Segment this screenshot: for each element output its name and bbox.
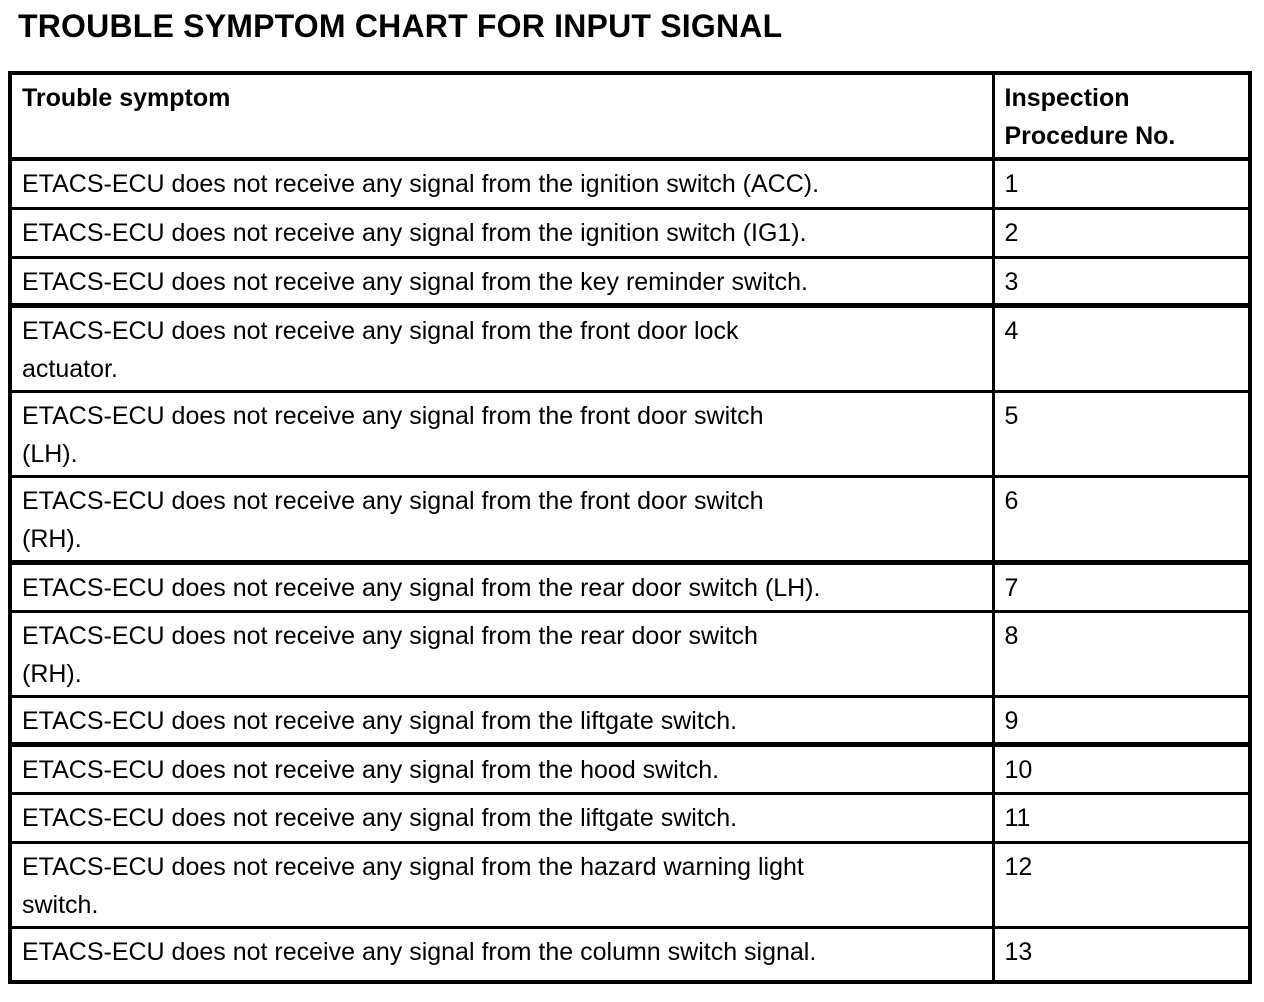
table-row: ETACS-ECU does not receive any signal fr… (8, 474, 1252, 565)
symptom-cell: ETACS-ECU does not receive any signal fr… (8, 791, 995, 844)
table-row: ETACS-ECU does not receive any signal fr… (8, 255, 1252, 308)
symptom-cell: ETACS-ECU does not receive any signal fr… (8, 609, 995, 698)
symptom-cell: ETACS-ECU does not receive any signal fr… (8, 303, 995, 393)
table-row: ETACS-ECU does not receive any signal fr… (8, 560, 1252, 613)
procedure-no-cell: 7 (991, 560, 1252, 613)
procedure-no-cell: 2 (991, 206, 1252, 259)
table-row: ETACS-ECU does not receive any signal fr… (8, 157, 1252, 210)
symptom-cell: ETACS-ECU does not receive any signal fr… (8, 474, 995, 565)
procedure-no-cell: 4 (991, 303, 1252, 393)
procedure-no-cell: 13 (991, 925, 1252, 984)
symptom-cell: ETACS-ECU does not receive any signal fr… (8, 840, 995, 929)
table-row: ETACS-ECU does not receive any signal fr… (8, 742, 1252, 795)
symptom-cell: ETACS-ECU does not receive any signal fr… (8, 694, 995, 747)
table-row: ETACS-ECU does not receive any signal fr… (8, 303, 1252, 393)
symptom-cell: ETACS-ECU does not receive any signal fr… (8, 206, 995, 259)
table-row: ETACS-ECU does not receive any signal fr… (8, 609, 1252, 698)
column-header-trouble-symptom: Trouble symptom (8, 71, 995, 161)
table-row: ETACS-ECU does not receive any signal fr… (8, 206, 1252, 259)
symptom-cell: ETACS-ECU does not receive any signal fr… (8, 925, 995, 984)
trouble-symptom-table: Trouble symptom Inspection Procedure No.… (8, 71, 1252, 984)
table-row: ETACS-ECU does not receive any signal fr… (8, 694, 1252, 747)
table-row: ETACS-ECU does not receive any signal fr… (8, 840, 1252, 929)
procedure-no-cell: 8 (991, 609, 1252, 698)
symptom-cell: ETACS-ECU does not receive any signal fr… (8, 255, 995, 308)
procedure-no-cell: 5 (991, 389, 1252, 478)
page-title: TROUBLE SYMPTOM CHART FOR INPUT SIGNAL (18, 8, 783, 44)
procedure-no-cell: 9 (991, 694, 1252, 747)
symptom-cell: ETACS-ECU does not receive any signal fr… (8, 389, 995, 478)
symptom-cell: ETACS-ECU does not receive any signal fr… (8, 157, 995, 210)
symptom-cell: ETACS-ECU does not receive any signal fr… (8, 560, 995, 613)
symptom-cell: ETACS-ECU does not receive any signal fr… (8, 742, 995, 795)
procedure-no-cell: 3 (991, 255, 1252, 308)
procedure-no-cell: 6 (991, 474, 1252, 565)
column-header-inspection-procedure-no: Inspection Procedure No. (991, 71, 1252, 161)
table-header-row: Trouble symptom Inspection Procedure No. (8, 71, 1252, 161)
table-row: ETACS-ECU does not receive any signal fr… (8, 791, 1252, 844)
procedure-no-cell: 11 (991, 791, 1252, 844)
procedure-no-cell: 12 (991, 840, 1252, 929)
table-row: ETACS-ECU does not receive any signal fr… (8, 389, 1252, 478)
procedure-no-cell: 10 (991, 742, 1252, 795)
procedure-no-cell: 1 (991, 157, 1252, 210)
table-row: ETACS-ECU does not receive any signal fr… (8, 925, 1252, 984)
